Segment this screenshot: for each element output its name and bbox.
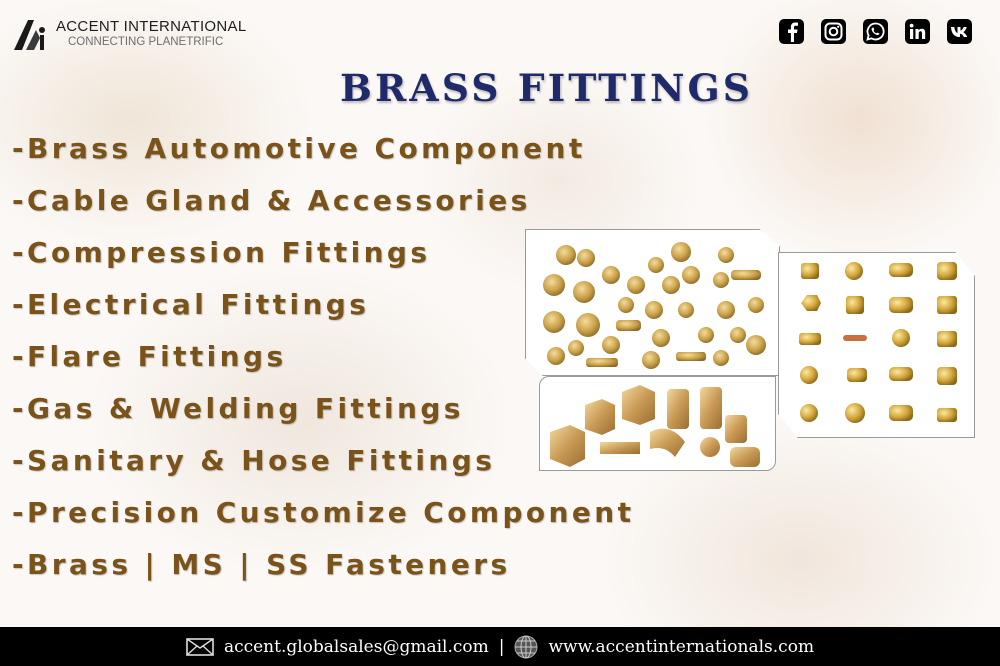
globe-icon [514, 635, 538, 659]
product-item: -Sanitary & Hose Fittings [12, 444, 496, 477]
product-item: -Precision Customize Component [12, 496, 635, 529]
social-links [779, 19, 972, 44]
assorted-brass-fittings-photo [525, 229, 780, 376]
facebook-icon[interactable] [779, 19, 804, 44]
footer-separator: | [498, 636, 505, 657]
product-item: -Compression Fittings [12, 236, 431, 269]
whatsapp-icon[interactable] [863, 19, 888, 44]
instagram-icon[interactable] [821, 19, 846, 44]
company-logo: ACCENT INTERNATIONAL CONNECTING PLANETRI… [12, 16, 246, 52]
envelope-icon [186, 637, 214, 656]
vk-icon[interactable] [947, 19, 972, 44]
company-name: ACCENT INTERNATIONAL [56, 18, 247, 35]
website-link[interactable]: www.accentinternationals.com [548, 636, 815, 657]
product-item: -Electrical Fittings [12, 288, 370, 321]
email-link[interactable]: accent.globalsales@gmail.com [223, 636, 489, 657]
product-item: -Brass | MS | SS Fasteners [12, 548, 511, 581]
contact-footer: accent.globalsales@gmail.com | www.accen… [0, 627, 1000, 666]
brass-fittings-grid-photo [778, 252, 975, 438]
product-item: -Cable Gland & Accessories [12, 184, 531, 217]
product-item: -Brass Automotive Component [12, 132, 586, 165]
company-tagline: CONNECTING PLANETRIFIC [68, 36, 224, 48]
page-title: BRASS FITTINGS [340, 66, 754, 110]
product-list: -Brass Automotive Component -Cable Gland… [12, 130, 634, 598]
product-item: -Flare Fittings [12, 340, 287, 373]
linkedin-icon[interactable] [905, 19, 930, 44]
brass-hex-fittings-photo [539, 376, 776, 471]
accent-logo-icon [14, 20, 45, 50]
product-item: -Gas & Welding Fittings [12, 392, 464, 425]
